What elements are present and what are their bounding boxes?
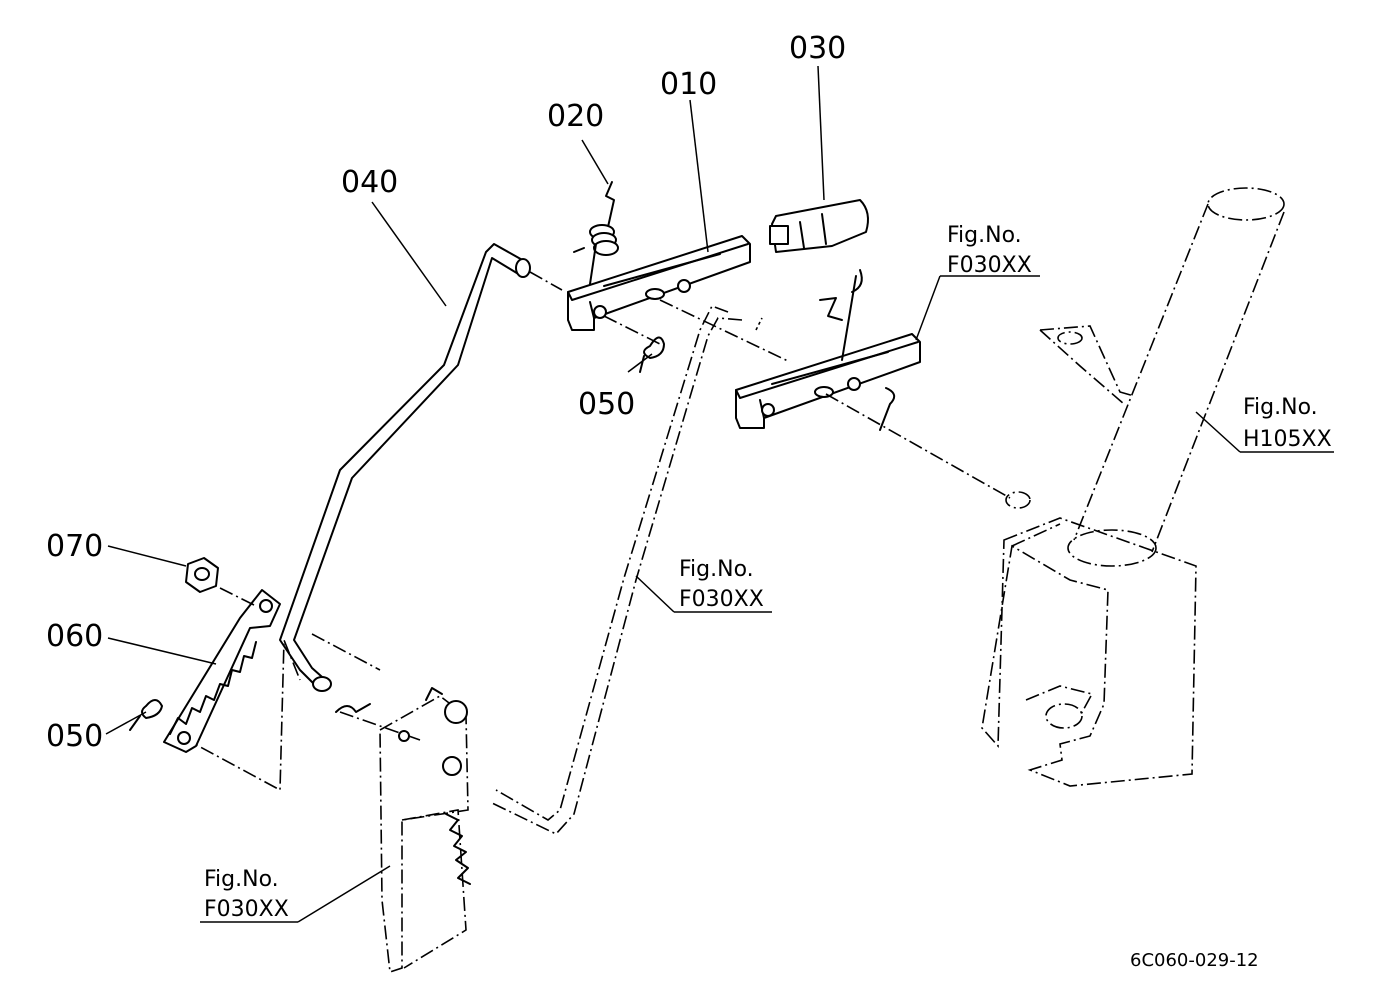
label-010: 010: [660, 67, 717, 102]
figref-3-code: F030XX: [679, 587, 764, 612]
figref-2-code: H105XX: [1243, 427, 1332, 452]
leader-lines: [105, 65, 1334, 923]
figref-2-caption: Fig.No.: [1243, 395, 1318, 420]
drawing-code: 6C060-029-12: [1130, 950, 1259, 971]
plate-060: [163, 589, 281, 753]
figref-4-caption: Fig.No.: [204, 867, 279, 892]
knob-030: [769, 199, 869, 253]
arm-010: [567, 235, 751, 331]
label-040: 040: [341, 165, 398, 200]
spring-020: [573, 181, 619, 285]
lever-ref: [335, 687, 471, 974]
bracket-ref: [735, 269, 921, 431]
center-lines: [179, 271, 1011, 792]
figref-3-caption: Fig.No.: [679, 557, 754, 582]
column-ref: [981, 187, 1285, 787]
label-070: 070: [46, 529, 103, 564]
pin-050-upper: [639, 336, 665, 373]
figref-1-caption: Fig.No.: [947, 223, 1022, 248]
label-060: 060: [46, 619, 103, 654]
figref-4-code: F030XX: [204, 897, 289, 922]
label-030: 030: [789, 31, 846, 66]
label-050-lower: 050: [46, 719, 103, 754]
label-050-upper: 050: [578, 387, 635, 422]
pin-050-lower: [129, 699, 163, 731]
figref-1-code: F030XX: [947, 253, 1032, 278]
nut-070: [185, 557, 257, 607]
label-020: 020: [547, 99, 604, 134]
ref-rod-dashed: [489, 304, 763, 835]
rod-040: [279, 243, 531, 692]
